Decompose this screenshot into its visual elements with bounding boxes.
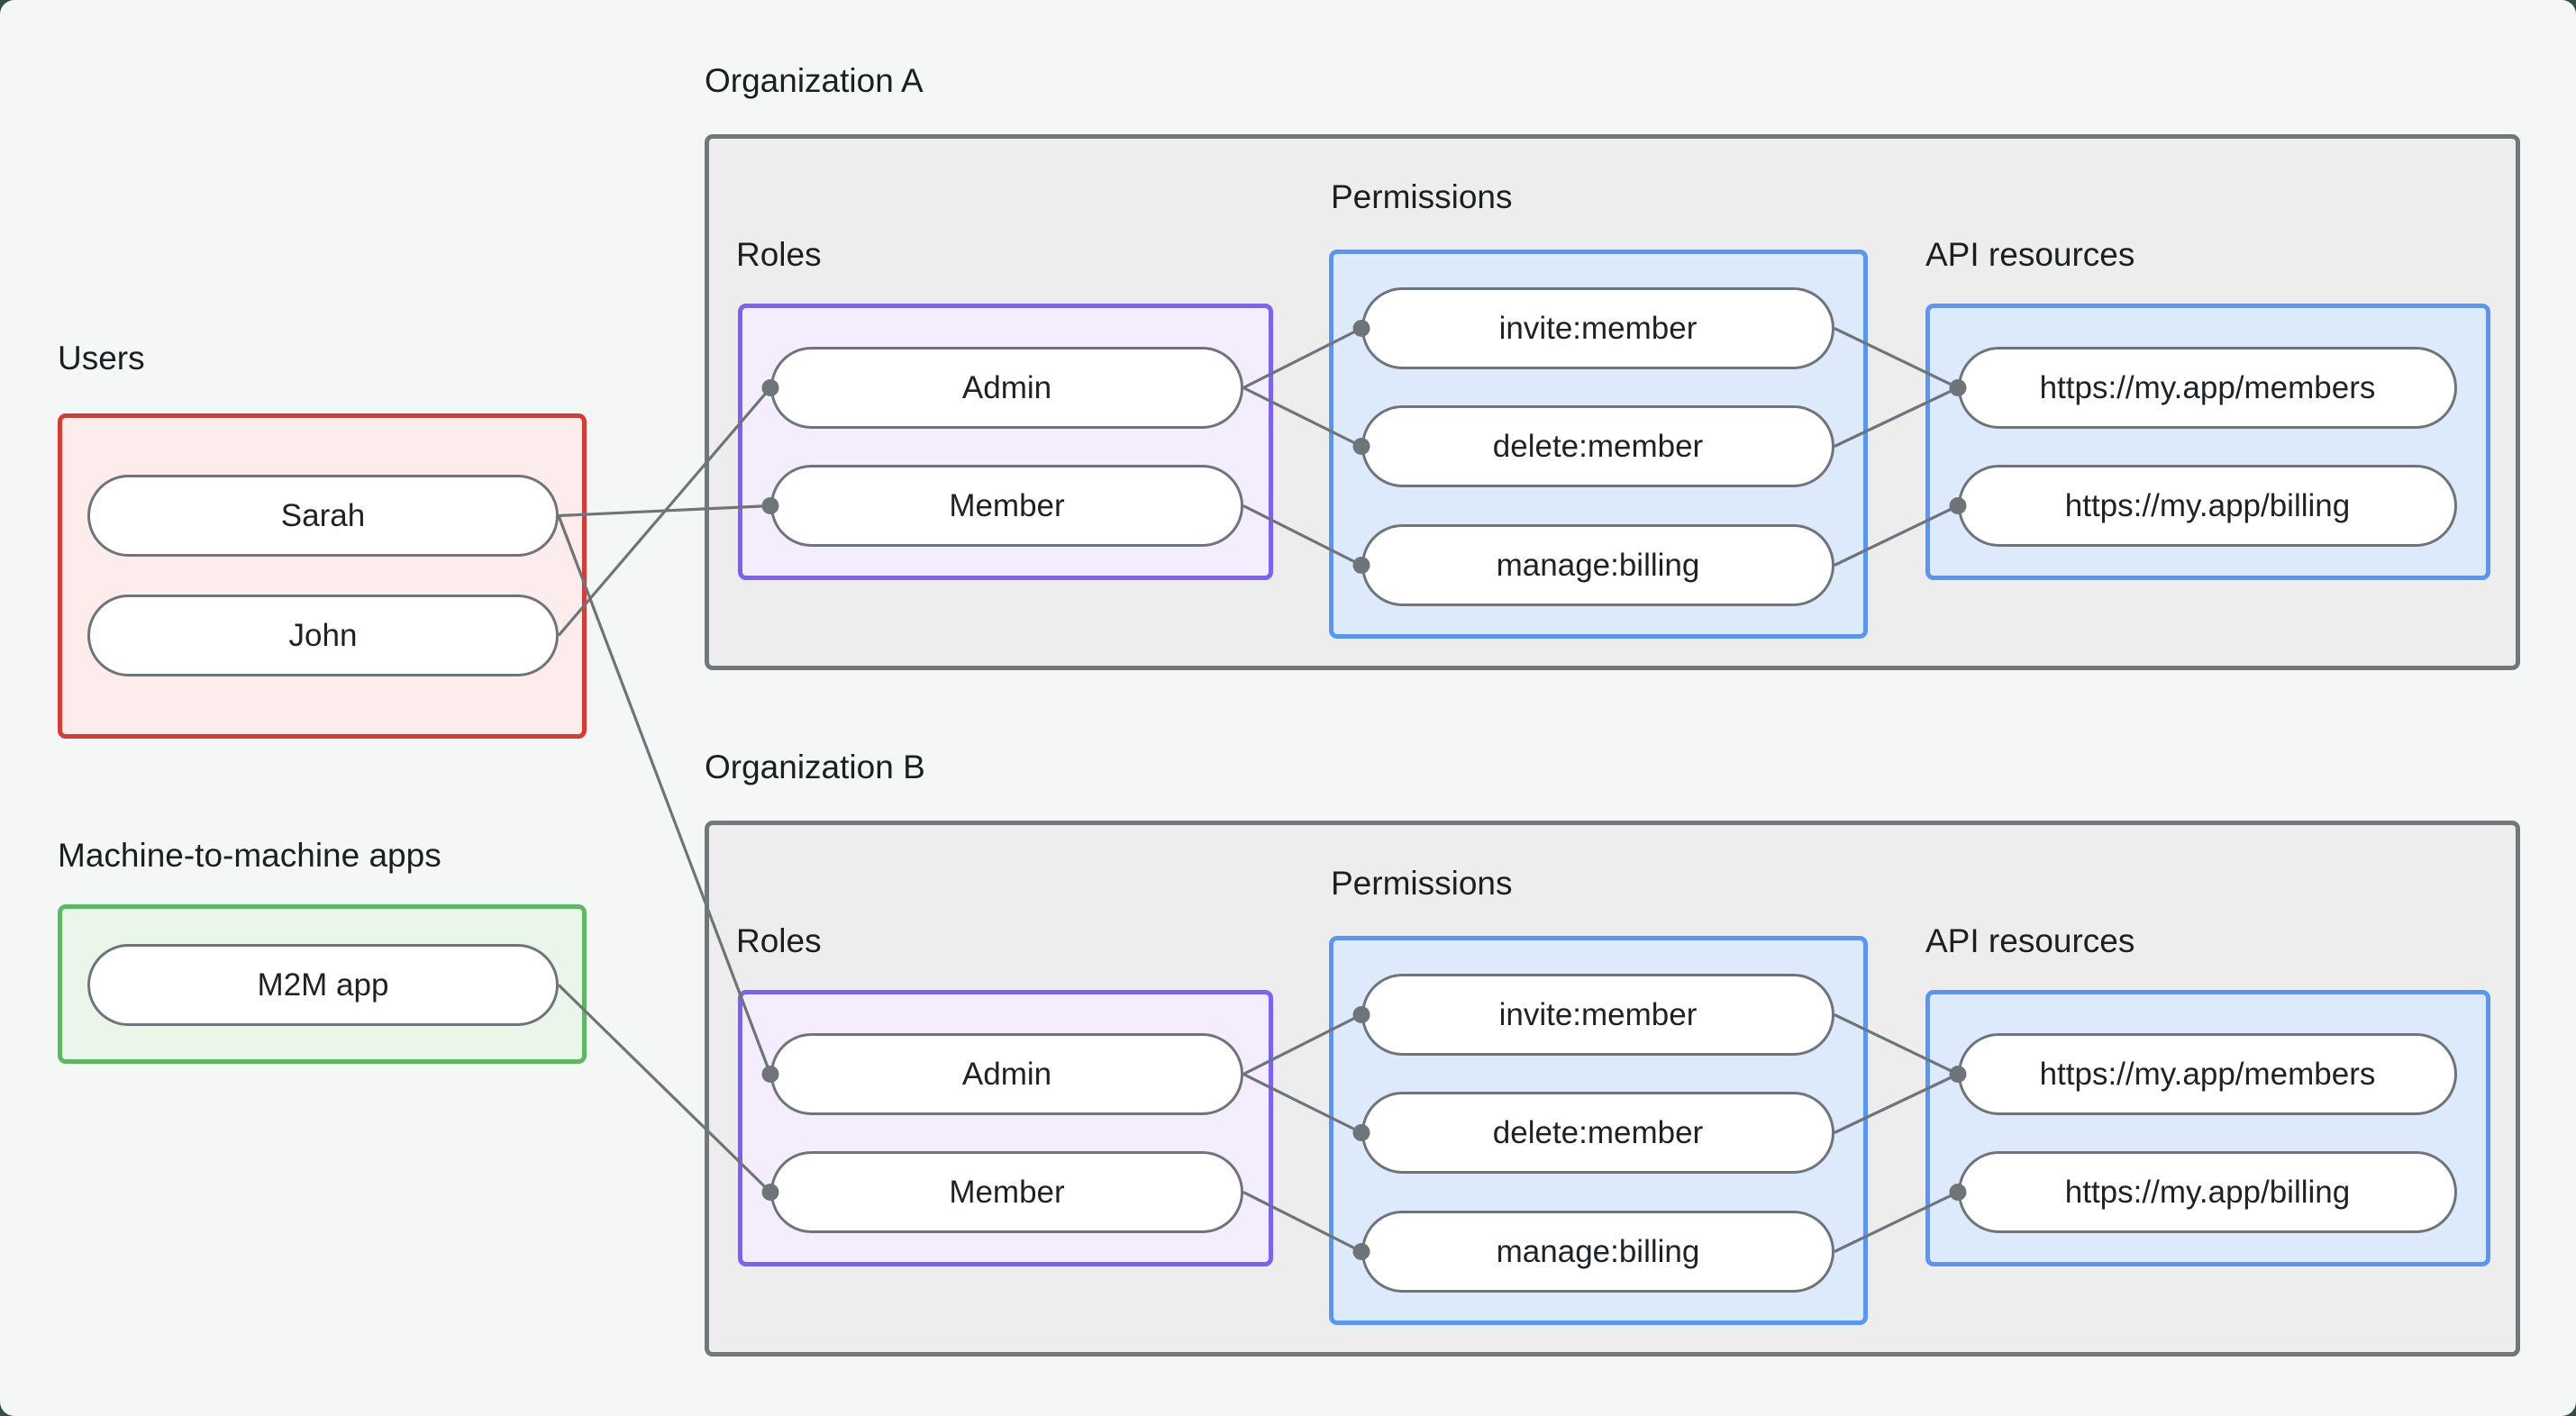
org-a-perm-delete-member: delete:member: [1361, 405, 1834, 487]
org-a-api-members: https://my.app/members: [1958, 347, 2457, 429]
m2m-group-label: Machine-to-machine apps: [58, 837, 441, 874]
org-b-role-member: Member: [770, 1151, 1243, 1233]
org-a-perm-manage-billing: manage:billing: [1361, 524, 1834, 606]
org-b-perm-manage-billing: manage:billing: [1361, 1211, 1834, 1293]
users-group-box: [58, 413, 587, 739]
org-b-api-billing: https://my.app/billing: [1958, 1151, 2457, 1233]
user-pill-john: John: [87, 595, 559, 676]
org-b-perm-invite-member: invite:member: [1361, 974, 1834, 1056]
org-b-permissions-label: Permissions: [1331, 865, 1513, 902]
org-b-title: Organization B: [705, 749, 925, 785]
org-a-roles-label: Roles: [736, 236, 822, 273]
org-a-perm-invite-member: invite:member: [1361, 287, 1834, 369]
org-b-perm-delete-member: delete:member: [1361, 1092, 1834, 1174]
m2m-app-pill: M2M app: [87, 944, 559, 1026]
org-a-role-admin: Admin: [770, 347, 1243, 429]
org-b-role-admin: Admin: [770, 1033, 1243, 1115]
user-pill-sarah: Sarah: [87, 475, 559, 557]
org-b-roles-label: Roles: [736, 922, 822, 959]
org-a-api-resources-label: API resources: [1925, 236, 2135, 273]
org-a-permissions-label: Permissions: [1331, 178, 1513, 215]
org-b-api-resources-label: API resources: [1925, 922, 2135, 959]
org-b-api-members: https://my.app/members: [1958, 1033, 2457, 1115]
org-a-role-member: Member: [770, 465, 1243, 547]
users-group-label: Users: [58, 340, 145, 377]
org-a-api-billing: https://my.app/billing: [1958, 465, 2457, 547]
org-a-title: Organization A: [705, 62, 924, 99]
